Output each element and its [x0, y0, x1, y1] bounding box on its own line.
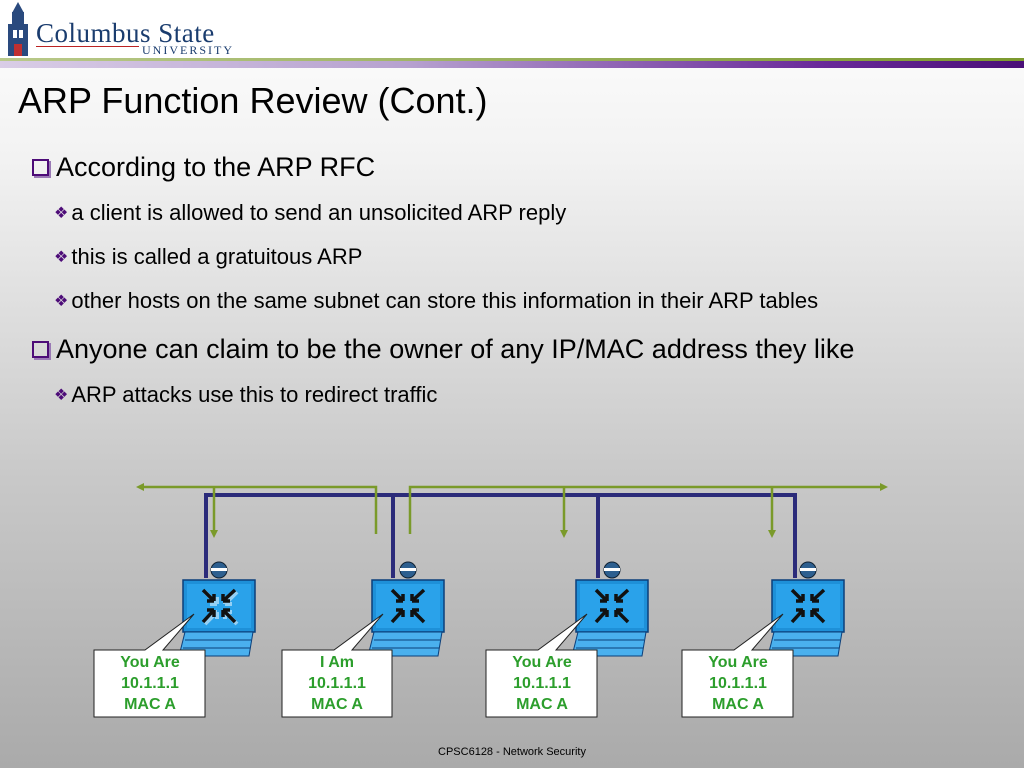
sub-bullet-1-1: ❖ a client is allowed to send an unsolic…: [54, 200, 566, 226]
square-bullet-icon: [32, 341, 49, 358]
bullet-2: Anyone can claim to be the owner of any …: [32, 334, 854, 365]
diamond-bullet-icon: ❖: [54, 249, 69, 266]
logo-rule: [36, 46, 139, 47]
callout-1-line-2: 10.1.1.1: [121, 675, 179, 692]
callout-host-4: You Are 10.1.1.1 MAC A: [681, 613, 794, 718]
host-3: [571, 561, 649, 657]
host-4-glyph: [790, 588, 826, 624]
callout-3-line-3: MAC A: [516, 696, 568, 713]
arp-broadcast-line: [136, 483, 378, 534]
router-workstation-icon: [178, 561, 256, 657]
callout-4-line-2: 10.1.1.1: [709, 675, 767, 692]
diamond-bullet-icon: ❖: [54, 205, 69, 222]
host-3-glyph: [594, 588, 630, 624]
host-4: [767, 561, 845, 657]
sub-bullet-1-3: ❖ other hosts on the same subnet can sto…: [54, 288, 818, 314]
router-workstation-icon: [367, 561, 445, 657]
sub-bullet-2-1-text: ARP attacks use this to redirect traffic: [71, 382, 438, 407]
bullet-1-text: According to the ARP RFC: [56, 152, 376, 182]
callout-4-line-3: MAC A: [712, 696, 764, 713]
host-1-glyph: [201, 588, 237, 624]
bullet-2-text: Anyone can claim to be the owner of any …: [56, 334, 855, 364]
callout-host-2: I Am 10.1.1.1 MAC A: [281, 613, 393, 718]
callout-2-line-2: 10.1.1.1: [308, 675, 366, 692]
logo-wordmark: Columbus State: [36, 18, 215, 48]
sub-bullet-1-3-text: other hosts on the same subnet can store…: [71, 288, 819, 313]
header-band-purple: [0, 61, 1024, 68]
router-workstation-icon: [767, 561, 845, 657]
callout-1-line-3: MAC A: [124, 696, 176, 713]
sub-bullet-1-2: ❖ this is called a gratuitous ARP: [54, 244, 362, 270]
network-bus-left: [204, 493, 395, 578]
callout-2-line-1: I Am: [320, 654, 354, 671]
diamond-bullet-icon: ❖: [54, 293, 69, 310]
tower-icon: [8, 2, 28, 56]
diamond-bullet-icon: ❖: [54, 387, 69, 404]
slide-header: Columbus State UNIVERSITY: [0, 0, 1024, 60]
slide-footer: CPSC6128 - Network Security: [438, 746, 586, 758]
callout-2-line-3: MAC A: [311, 696, 363, 713]
bullet-1: According to the ARP RFC: [32, 152, 375, 183]
sub-bullet-1-2-text: this is called a gratuitous ARP: [71, 244, 363, 269]
callout-4-line-1: You Are: [708, 654, 768, 671]
host-2: [367, 561, 445, 657]
router-workstation-icon: [571, 561, 649, 657]
arp-broadcast-line: [408, 483, 888, 534]
callout-3-line-2: 10.1.1.1: [513, 675, 571, 692]
header-band-olive: [0, 58, 1024, 61]
sub-bullet-1-1-text: a client is allowed to send an unsolicit…: [71, 200, 567, 225]
callout-3-line-1: You Are: [512, 654, 572, 671]
logo-subtitle: UNIVERSITY: [142, 43, 234, 57]
square-bullet-icon: [32, 159, 49, 176]
sub-bullet-2-1: ❖ ARP attacks use this to redirect traff…: [54, 382, 437, 408]
host-2-glyph: [390, 588, 426, 624]
callout-host-3: You Are 10.1.1.1 MAC A: [485, 613, 598, 718]
slide-title: ARP Function Review (Cont.): [18, 80, 488, 121]
callout-1-line-1: You Are: [120, 654, 180, 671]
host-1: [178, 561, 256, 657]
callout-host-1: You Are 10.1.1.1 MAC A: [93, 613, 206, 718]
network-bus-right: [393, 493, 797, 578]
university-logo: [8, 2, 28, 56]
